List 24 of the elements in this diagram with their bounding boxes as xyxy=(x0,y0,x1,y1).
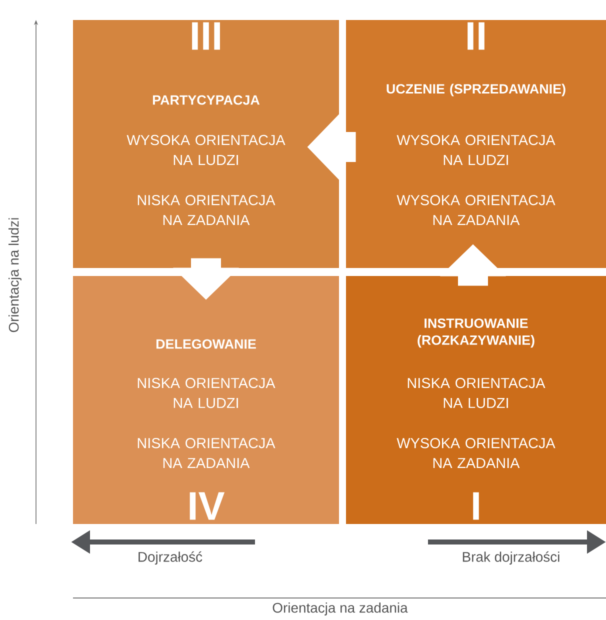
direction-label: Brak dojrzałości xyxy=(462,551,560,565)
quadrant-heading: PARTYCYPACJA xyxy=(152,95,260,105)
quadrant-text: NISKA ORIENTACJA NA LUDZI xyxy=(408,378,546,408)
roman-numeral: III xyxy=(192,22,220,50)
axis-label: Orientacja na zadania xyxy=(272,602,408,616)
quadrant-text: NISKA ORIENTACJA NA ZADANIA xyxy=(138,195,276,225)
quadrant-text: NISKA ORIENTACJA NA ZADANIA xyxy=(138,438,276,468)
quadrant-box xyxy=(73,276,339,524)
quadrant-text: WYSOKA ORIENTACJA NA ZADANIA xyxy=(396,438,556,468)
roman-numeral: I xyxy=(473,492,479,520)
quadrant-box xyxy=(73,20,339,268)
direction-label: Dojrzałość xyxy=(138,551,202,565)
quadrant-text: WYSOKA ORIENTACJA NA LUDZI xyxy=(396,134,556,166)
quadrant-heading: UCZENIE (SPRZEDAWANIE) xyxy=(386,84,566,96)
quadrant-text: NISKA ORIENTACJA NA LUDZI xyxy=(138,378,276,408)
roman-numeral: IV xyxy=(190,492,225,520)
roman-numeral: II xyxy=(468,22,484,50)
quadrant-heading: DELEGOWANIE xyxy=(156,339,256,349)
quadrant-text: WYSOKA ORIENTACJA NA ZADANIA xyxy=(396,195,556,225)
quadrant-box xyxy=(346,276,606,524)
axis-label: Orientacja na ludzi xyxy=(8,218,22,332)
quadrant-box xyxy=(346,20,606,268)
quadrant-heading: INSTRUOWANIE (ROZKAZYWANIE) xyxy=(418,318,534,348)
quadrant-text: WYSOKA ORIENTACJA NA LUDZI xyxy=(126,134,286,166)
